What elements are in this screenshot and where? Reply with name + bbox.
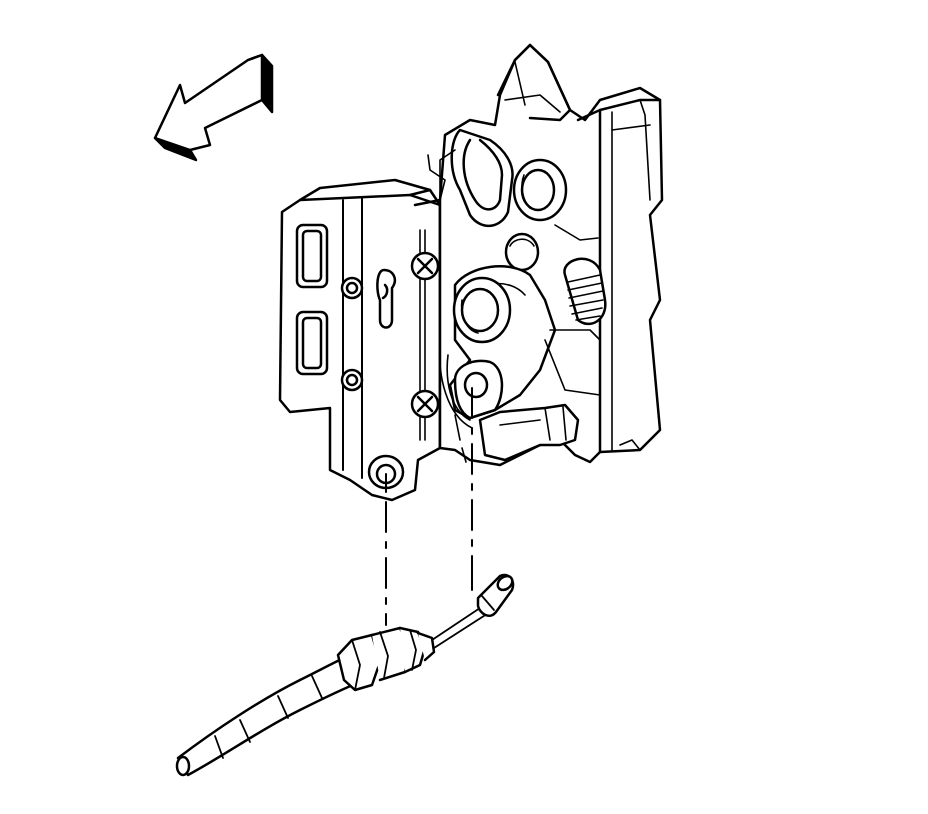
cable-wire — [431, 603, 491, 649]
upper-pivot — [512, 158, 568, 222]
latch-assembly — [278, 43, 664, 502]
lower-pivot — [452, 276, 512, 344]
release-cable — [175, 573, 515, 777]
direction-arrow-icon — [153, 53, 274, 162]
striker-slot — [450, 128, 514, 228]
alignment-lines — [385, 387, 473, 626]
plate-slot-lower — [295, 310, 329, 376]
cable-sheath — [176, 653, 362, 777]
return-spring — [563, 257, 607, 326]
plate-slot-upper — [295, 223, 329, 289]
release-lever — [478, 403, 580, 462]
cable-attach-eye — [453, 359, 504, 420]
fastener-lower — [410, 389, 440, 419]
keyhole-slot — [376, 268, 396, 329]
center-stud — [504, 232, 540, 272]
cable-fitting — [336, 626, 436, 692]
fastener-upper — [410, 251, 440, 281]
cable-end-ferrule — [476, 573, 515, 617]
